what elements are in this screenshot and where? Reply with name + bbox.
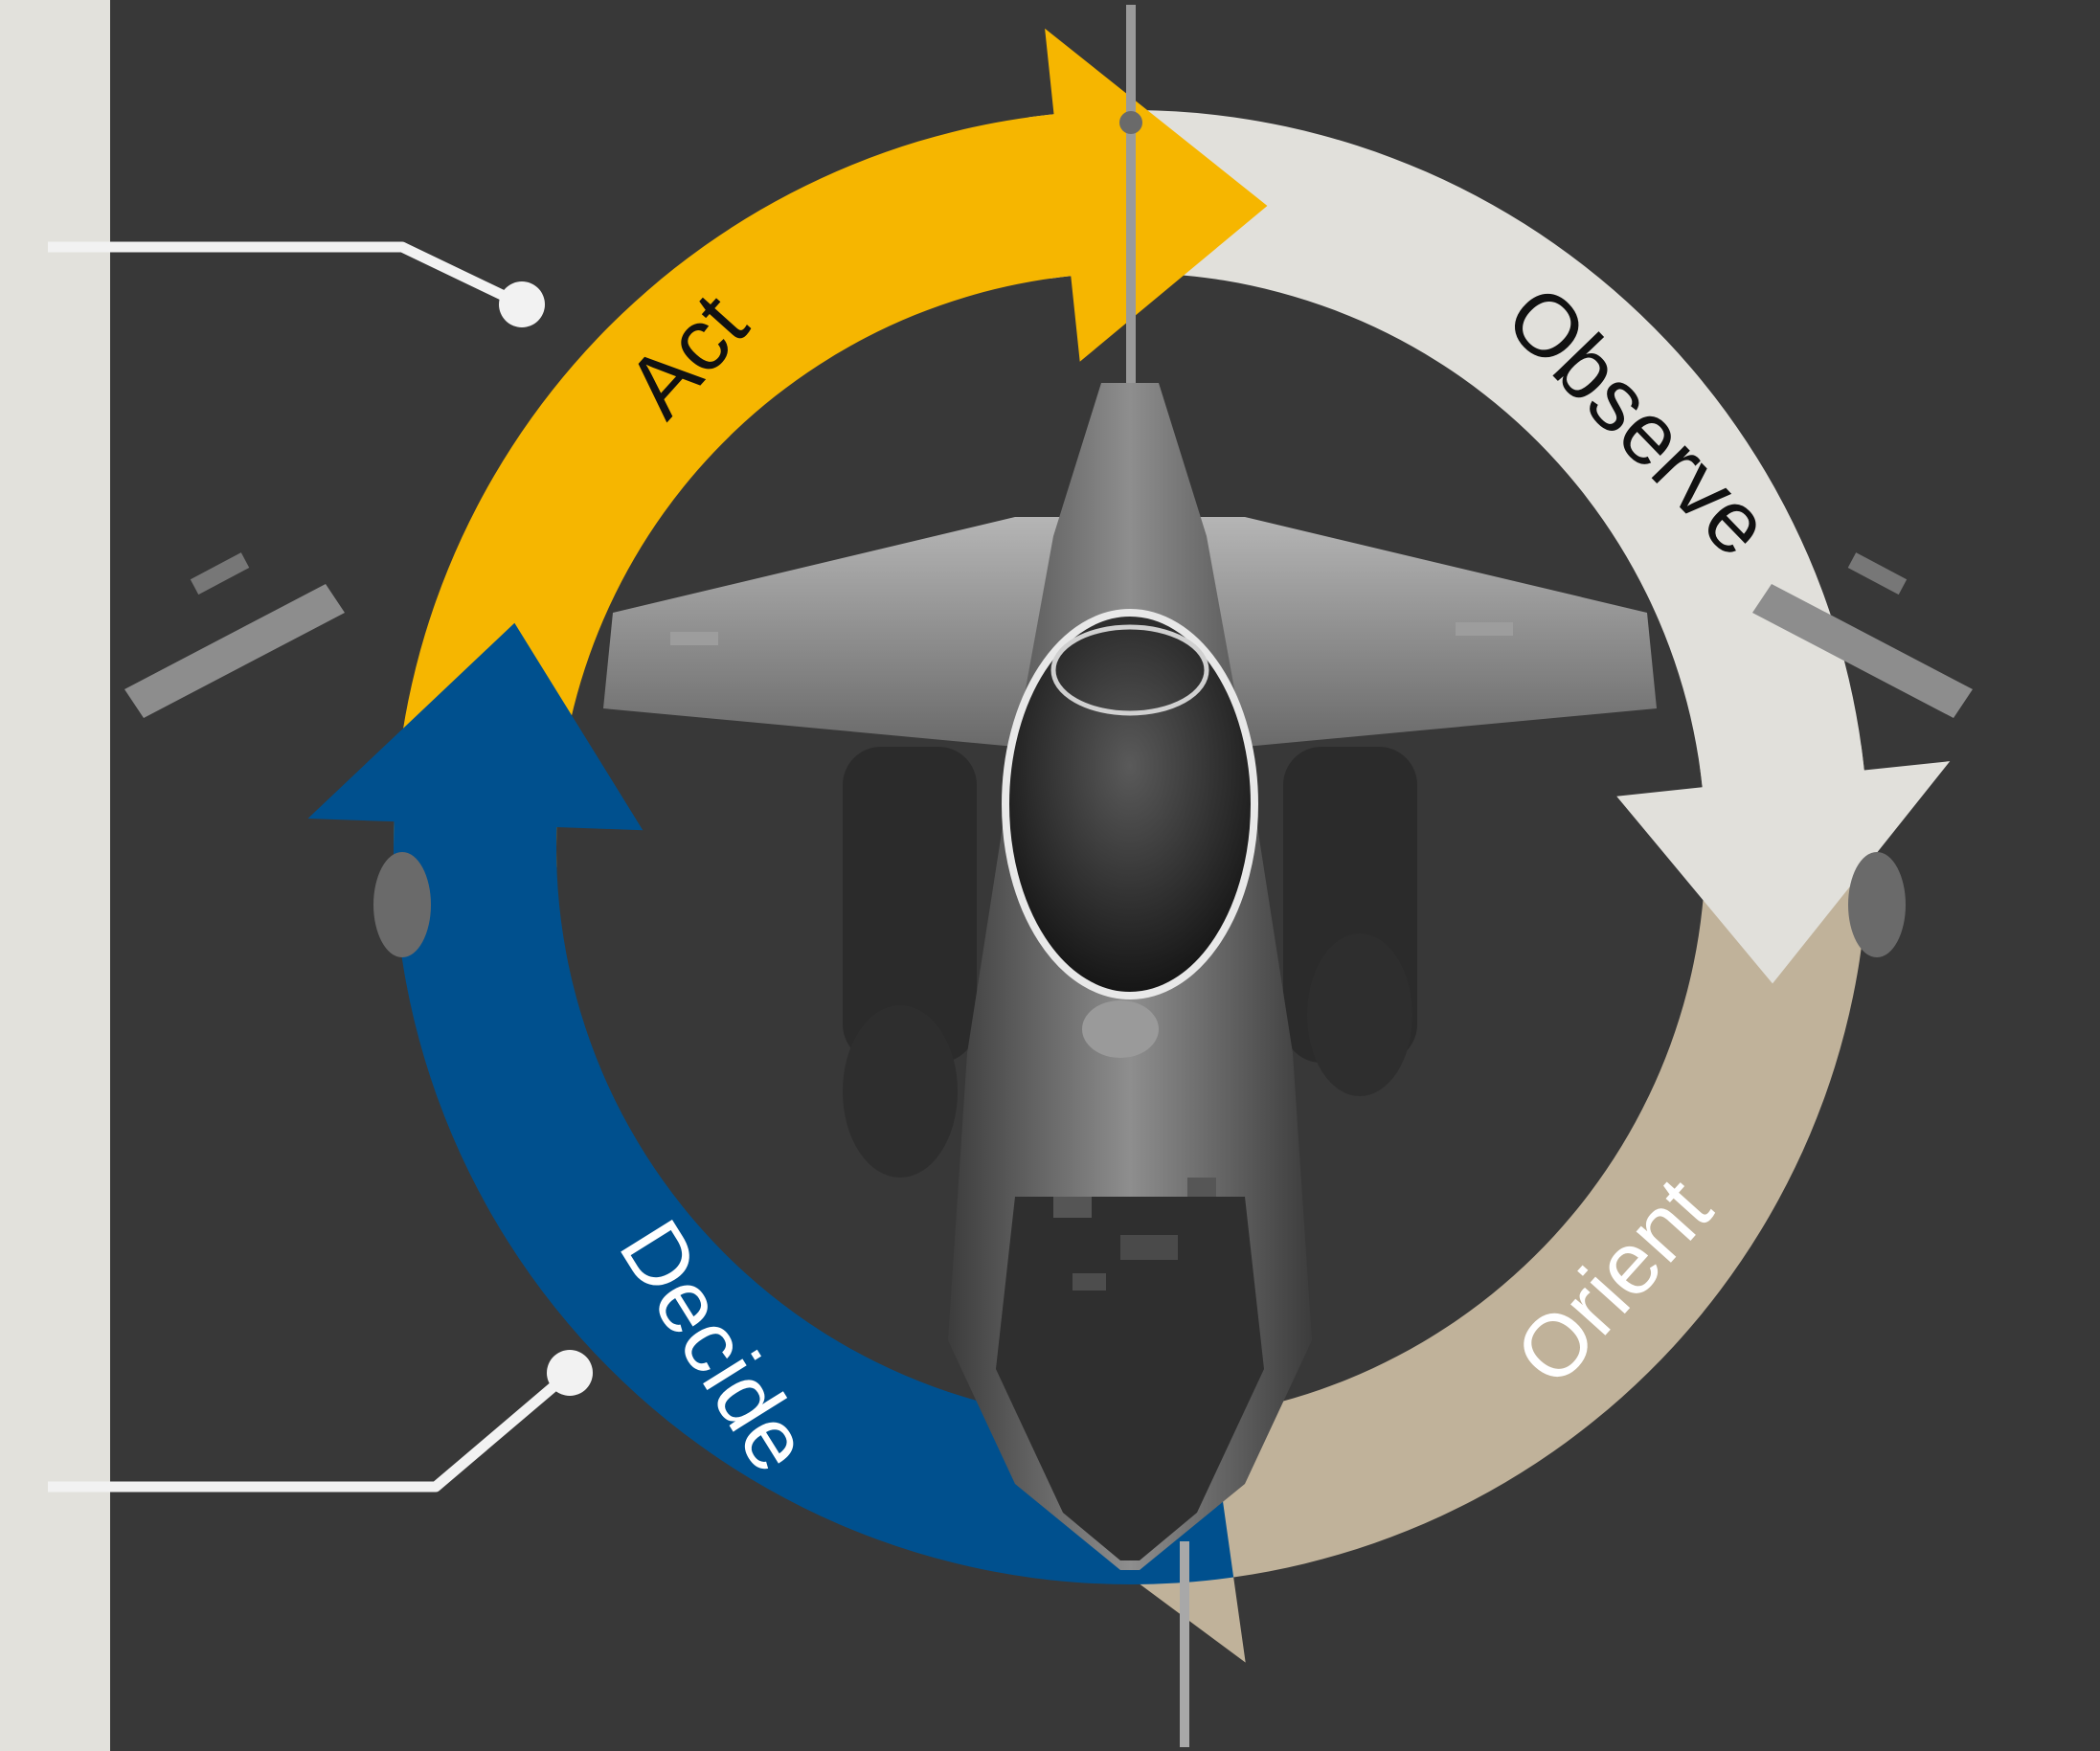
- callout-bottom: [48, 1350, 593, 1493]
- decide-arrow: [307, 622, 1234, 1584]
- observe-arrow: [1027, 109, 1951, 984]
- callout-top-dot: [499, 281, 545, 327]
- act-arrow: [393, 28, 1268, 873]
- left-side-panel: [0, 0, 110, 1751]
- callout-top: [48, 241, 545, 327]
- fighter-jet-image: [124, 5, 1973, 1747]
- callout-bottom-dot: [547, 1350, 593, 1396]
